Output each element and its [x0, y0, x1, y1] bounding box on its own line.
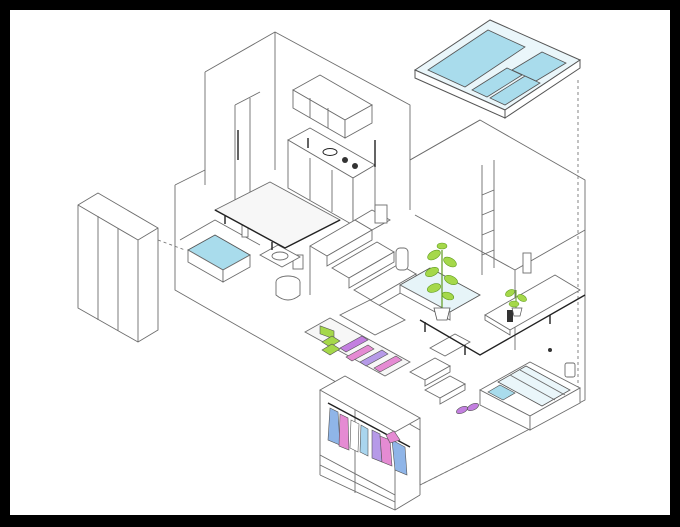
closet-clothes-rack [319, 375, 421, 511]
lower-stairs [409, 333, 471, 405]
slippers [456, 402, 479, 415]
drawing-canvas [10, 10, 670, 515]
bathroom-platform [214, 181, 341, 250]
bed [479, 361, 581, 431]
kitchen-counter [287, 127, 376, 226]
stairs [309, 204, 417, 330]
potted-plant [425, 242, 458, 321]
bathroom-bathtub [179, 91, 261, 283]
shoe-storage [304, 299, 411, 377]
sink [259, 242, 301, 268]
kitchen-upper-cabinets [292, 74, 373, 139]
toilet [275, 254, 304, 301]
loft-ladder [481, 160, 495, 275]
skylight [413, 19, 582, 119]
isometric-floorplan-diagram [77, 19, 586, 511]
wardrobe-cabinet [77, 192, 186, 343]
desk [484, 252, 581, 336]
mid-floor-slab [419, 294, 586, 356]
